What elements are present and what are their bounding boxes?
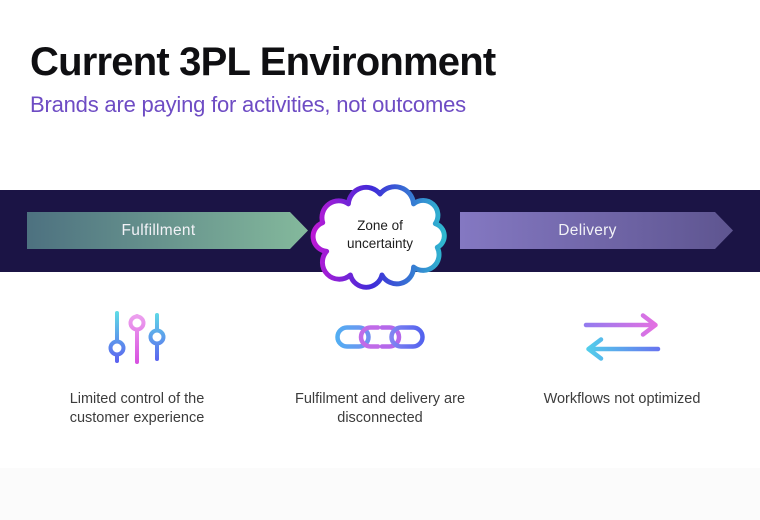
feature-caption: Workflows not optimized [543, 391, 701, 407]
sync-arrows-icon [583, 313, 661, 361]
cloud-icon [310, 184, 447, 290]
delivery-arrow-label: Delivery [558, 221, 617, 239]
delivery-arrow: Delivery [460, 212, 733, 249]
uncertainty-cloud: Zone of uncertainty [301, 176, 459, 293]
icon-box [512, 305, 732, 369]
fulfillment-arrow: Fulfillment [27, 212, 308, 249]
page-subtitle: Brands are paying for activities, not ou… [30, 92, 466, 117]
icon-box [27, 305, 247, 369]
feature-limited-control: Limited control of the customer experien… [27, 305, 247, 428]
bottom-strip [0, 468, 760, 520]
feature-caption: Limited control of the customer experien… [69, 391, 205, 427]
icon-box [283, 305, 477, 369]
feature-disconnected: Fulfilment and delivery are disconnected [283, 305, 477, 428]
feature-caption: Fulfilment and delivery are disconnected [294, 391, 466, 427]
cloud-label-wrap: Zone of uncertainty [301, 176, 459, 293]
feature-workflows: Workflows not optimized [512, 305, 732, 409]
sliders-icon [108, 311, 166, 364]
cloud-label: Zone of uncertainty [346, 217, 414, 251]
fulfillment-arrow-label: Fulfillment [121, 221, 196, 239]
broken-chain-icon [335, 325, 425, 349]
page-title: Current 3PL Environment [30, 40, 496, 84]
